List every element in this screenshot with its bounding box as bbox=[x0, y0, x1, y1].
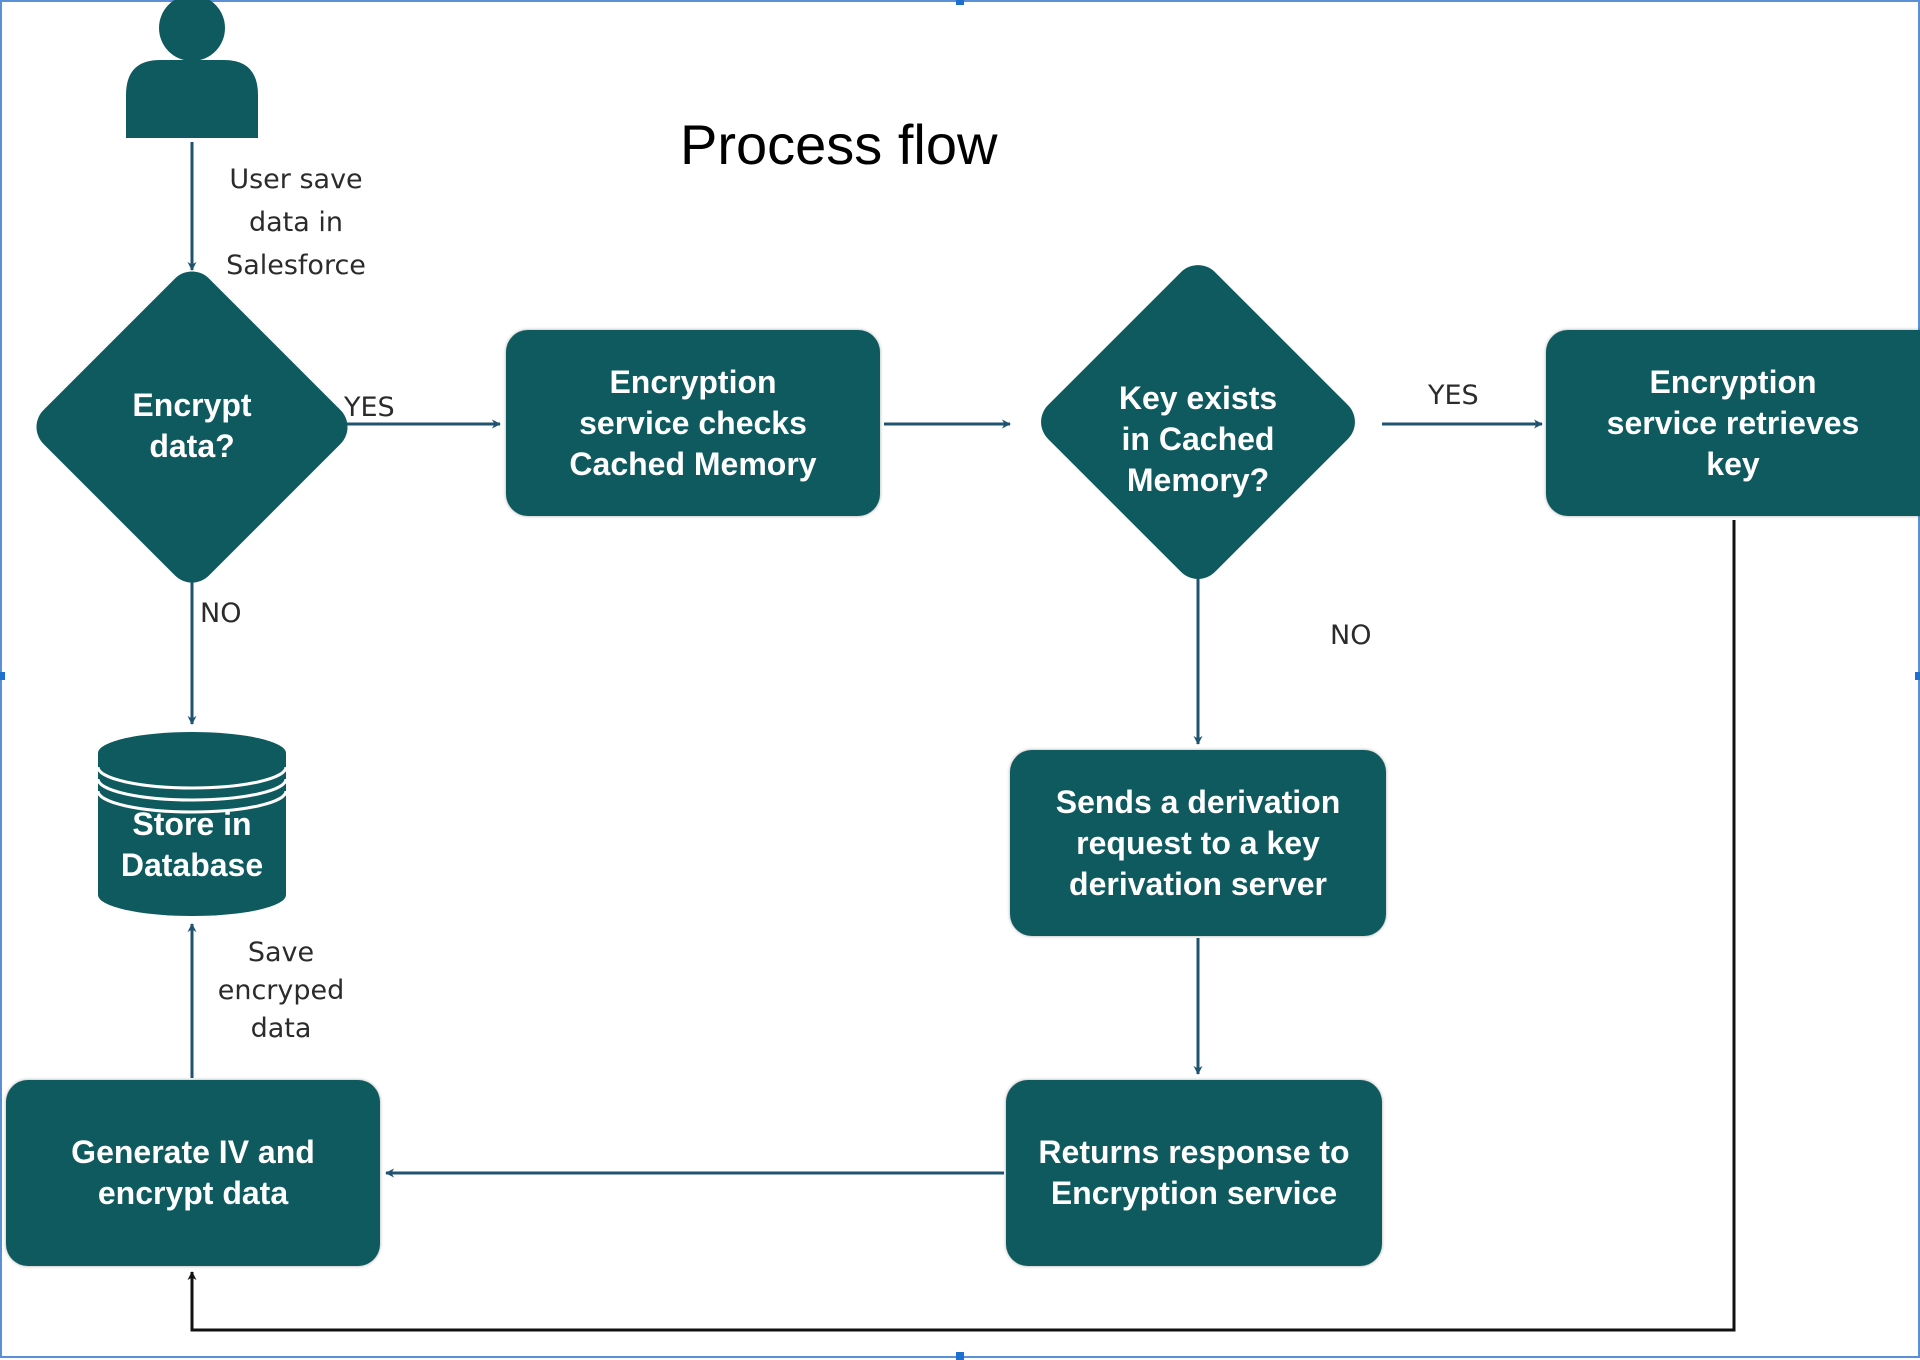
encrypt-decision-shape bbox=[36, 271, 348, 583]
derivation-request-node: Sends a derivation request to a key deri… bbox=[1010, 750, 1386, 936]
generate-iv-node: Generate IV and encrypt data bbox=[6, 1080, 380, 1266]
save-encrypted-label: Save encryped data bbox=[217, 937, 345, 1044]
store-db-label: Store in Database bbox=[120, 806, 264, 883]
retrieve-key-node: Encryption service retrieves key bbox=[1546, 330, 1920, 516]
resize-handle-bottom[interactable] bbox=[956, 1352, 964, 1360]
returns-response-node: Returns response to Encryption service bbox=[1006, 1080, 1382, 1266]
user-save-label: User save data in Salesforce bbox=[226, 164, 366, 281]
encrypt-decision-label: Encrypt data? bbox=[132, 387, 252, 464]
resize-handle-left[interactable] bbox=[0, 672, 5, 680]
diagram-title: Process flow bbox=[680, 113, 998, 176]
key-no-label: NO bbox=[1330, 620, 1372, 651]
key-exists-decision-shape bbox=[1041, 265, 1355, 579]
resize-handle-right[interactable] bbox=[1915, 672, 1920, 680]
database-icon bbox=[96, 732, 288, 916]
resize-handle-top[interactable] bbox=[956, 0, 964, 5]
edge-retrieve-to-generate bbox=[187, 520, 1736, 1332]
encrypt-no-label: NO bbox=[200, 598, 242, 629]
key-exists-decision-label: Key exists in Cached Memory? bbox=[1118, 379, 1278, 498]
user-icon bbox=[126, 0, 258, 138]
check-cache-node: Encryption service checks Cached Memory bbox=[506, 330, 880, 516]
key-yes-label: YES bbox=[1428, 380, 1479, 411]
encrypt-yes-label: YES bbox=[344, 392, 395, 423]
